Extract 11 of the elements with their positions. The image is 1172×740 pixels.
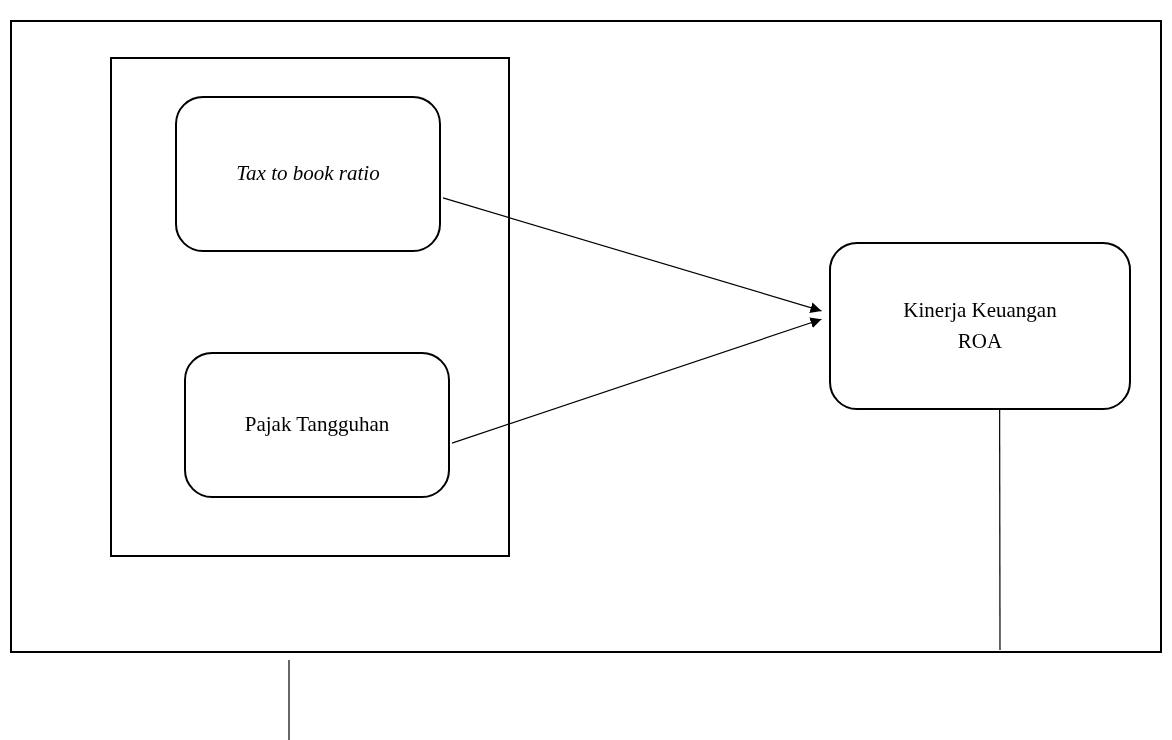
frame-box [10,20,1162,653]
rounded-box [829,242,1131,410]
arrow [451,317,823,444]
node-label: Kinerja Keuangan ROA [902,296,1058,355]
rounded-box [175,96,441,252]
rounded-box [184,352,450,498]
frame-box [110,57,510,557]
node-label: Pajak Tangguhan [244,411,390,439]
line [999,409,1001,651]
node-label: Tax to book ratio [236,160,380,188]
arrow [442,197,823,313]
